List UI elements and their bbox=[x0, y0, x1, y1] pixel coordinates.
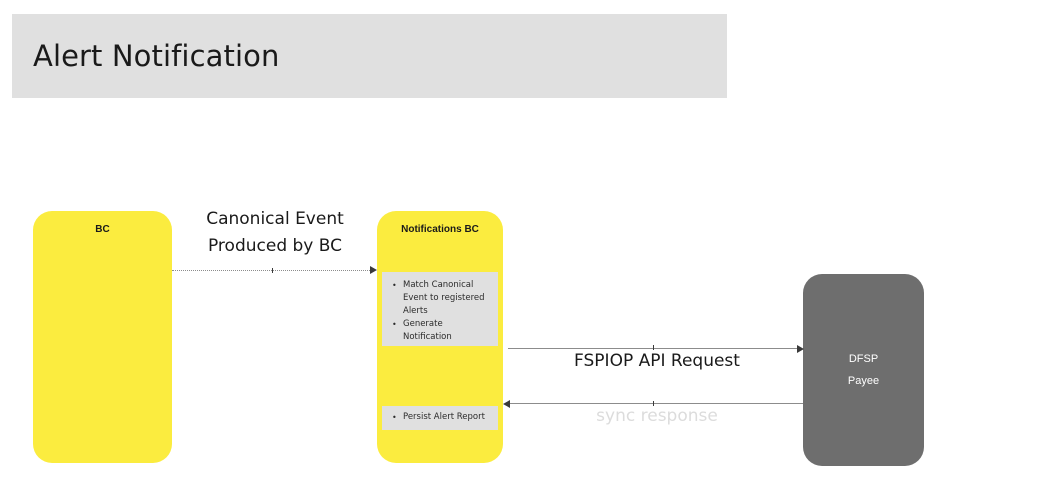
edge-sync-response bbox=[508, 403, 803, 404]
task-box-persist-alert-report: Persist Alert Report bbox=[382, 406, 498, 430]
task-list-persist: Persist Alert Report bbox=[386, 411, 492, 424]
task-item: Persist Alert Report bbox=[386, 411, 492, 424]
lane-bc-title: BC bbox=[95, 224, 110, 235]
lane-bc: BC bbox=[33, 211, 172, 463]
edge-canonical-event bbox=[172, 270, 370, 271]
lane-dfsp-subtitle: Payee bbox=[847, 375, 880, 387]
edge-canonical-event-tick bbox=[272, 268, 273, 273]
edge-sync-response-label: sync response bbox=[596, 406, 718, 426]
arrowhead-right-icon bbox=[370, 266, 377, 274]
arrowhead-left-icon bbox=[503, 400, 510, 408]
title-banner: Alert Notification bbox=[12, 14, 727, 98]
task-item: Match Canonical Event to registered Aler… bbox=[386, 279, 492, 318]
task-list-match: Match Canonical Event to registered Aler… bbox=[386, 279, 492, 344]
edge-fspiop-api-request-label: FSPIOP API Request bbox=[574, 351, 740, 371]
edge-sync-response-tick bbox=[653, 401, 654, 406]
edge-fspiop-api-request-tick bbox=[653, 345, 654, 350]
arrowhead-right-icon bbox=[797, 345, 804, 353]
edge-label-line: Canonical Event bbox=[206, 209, 344, 229]
page-title: Alert Notification bbox=[33, 39, 280, 73]
edge-label-line: Produced by BC bbox=[207, 236, 343, 256]
edge-canonical-event-label: Canonical Event Produced by BC bbox=[180, 206, 370, 260]
lane-dfsp-payee: DFSP Payee bbox=[803, 274, 924, 466]
lane-notifications-bc-title: Notifications BC bbox=[401, 224, 479, 235]
task-box-match-canonical-event: Match Canonical Event to registered Aler… bbox=[382, 272, 498, 346]
task-item: Generate Notification bbox=[386, 318, 492, 344]
lane-dfsp-title: DFSP bbox=[848, 353, 879, 365]
